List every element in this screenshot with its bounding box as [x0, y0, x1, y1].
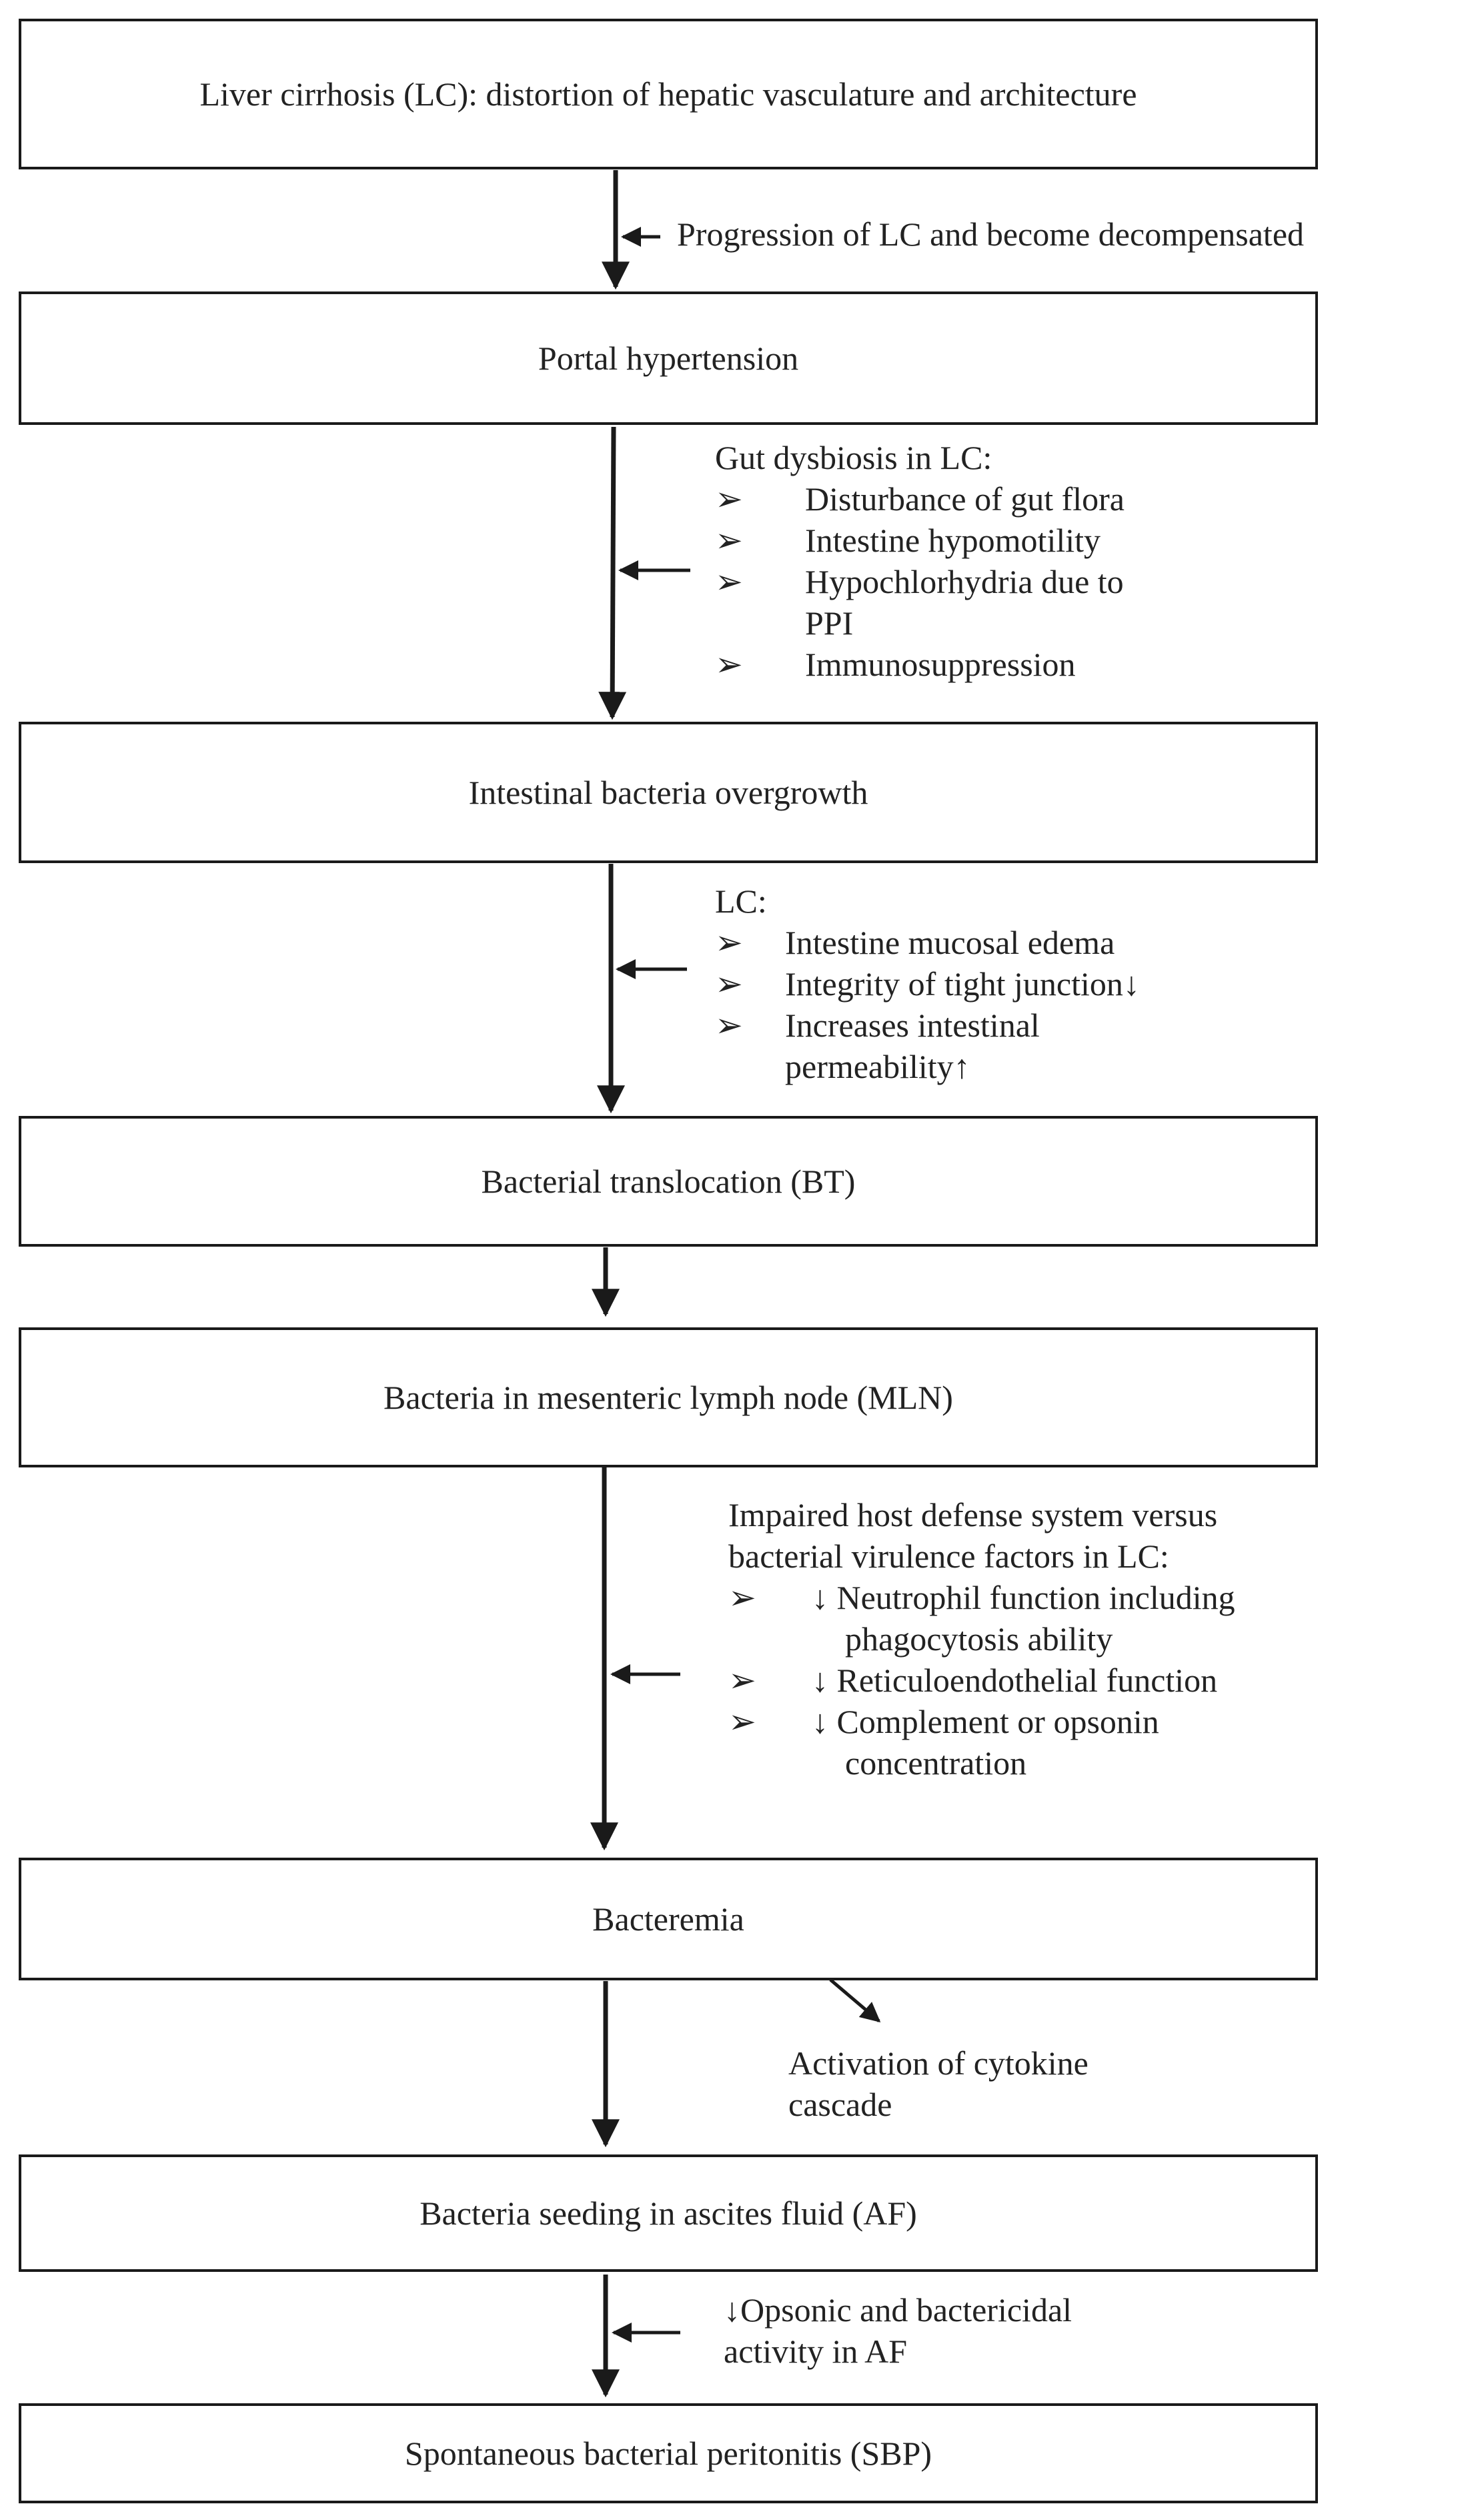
- box-ascites-seeding-label: Bacteria seeding in ascites fluid (AF): [420, 2194, 917, 2232]
- box-portal-hypertension: Portal hypertension: [19, 291, 1318, 425]
- note-host-defense-heading-2: bacterial virulence factors in LC:: [728, 1537, 1169, 1575]
- box-mesenteric-lymph-node: Bacteria in mesenteric lymph node (MLN): [19, 1327, 1318, 1467]
- note-host-defense-item: ➢ ↓ Complement or opsonin concentration: [728, 1701, 1235, 1784]
- note-lc-item: ➢ Increases intestinal permeability↑: [715, 1005, 1140, 1087]
- note-opsonic-line-1: ↓Opsonic and bactericidal: [724, 2291, 1072, 2329]
- bullet-icon: ➢: [728, 1703, 756, 1740]
- box-mesenteric-lymph-node-label: Bacteria in mesenteric lymph node (MLN): [384, 1379, 953, 1416]
- note-host-defense-item: ➢ ↓ Neutrophil function including phagoc…: [728, 1577, 1235, 1660]
- box-sbp-label: Spontaneous bacterial peritonitis (SBP): [404, 2435, 932, 2472]
- box-bacterial-translocation: Bacterial translocation (BT): [19, 1116, 1318, 1247]
- note-dysbiosis-item: ➢ Hypochlorhydria due to PPI: [715, 561, 1125, 644]
- note-dysbiosis: Gut dysbiosis in LC: ➢ Disturbance of gu…: [715, 437, 1125, 685]
- note-cytokine: Activation of cytokine cascade: [788, 2042, 1088, 2125]
- box-intestinal-overgrowth-label: Intestinal bacteria overgrowth: [468, 774, 868, 811]
- note-cytokine-line-1: Activation of cytokine: [788, 2044, 1088, 2082]
- note-cytokine-line-2: cascade: [788, 2086, 892, 2123]
- bullet-icon: ➢: [715, 522, 743, 559]
- note-host-defense: Impaired host defense system versus bact…: [728, 1494, 1235, 1784]
- box-bacteremia: Bacteremia: [19, 1858, 1318, 1980]
- note-progression-text: Progression of LC and become decompensat…: [677, 215, 1305, 253]
- box-bacteremia-label: Bacteremia: [592, 1900, 744, 1938]
- box-intestinal-overgrowth: Intestinal bacteria overgrowth: [19, 722, 1318, 863]
- note-lc-item: ➢ Integrity of tight junction↓: [715, 963, 1140, 1005]
- note-dysbiosis-item: ➢ Immunosuppression: [715, 644, 1125, 685]
- bullet-icon: ➢: [715, 924, 743, 961]
- note-opsonic: ↓Opsonic and bactericidal activity in AF: [724, 2289, 1072, 2372]
- box-liver-cirrhosis-label: Liver cirrhosis (LC): distortion of hepa…: [199, 75, 1137, 113]
- diagonal-arrow-cytokine: [829, 1978, 881, 2022]
- note-progression: Progression of LC and become decompensat…: [677, 213, 1304, 255]
- box-ascites-seeding: Bacteria seeding in ascites fluid (AF): [19, 2154, 1318, 2272]
- note-lc: LC: ➢ Intestine mucosal edema ➢ Integrit…: [715, 880, 1140, 1087]
- bullet-icon: ➢: [715, 480, 743, 518]
- bullet-icon: ➢: [728, 1662, 756, 1699]
- flow-arrow-2: [598, 426, 627, 720]
- bullet-icon: ➢: [715, 965, 743, 1003]
- note-dysbiosis-item: ➢ Intestine hypomotility: [715, 520, 1125, 561]
- bullet-icon: ➢: [715, 1007, 743, 1044]
- note-dysbiosis-item: ➢ Disturbance of gut flora: [715, 478, 1125, 520]
- note-lc-item: ➢ Intestine mucosal edema: [715, 922, 1140, 963]
- bullet-icon: ➢: [715, 563, 743, 600]
- box-sbp: Spontaneous bacterial peritonitis (SBP): [19, 2403, 1318, 2503]
- note-lc-heading: LC:: [715, 882, 767, 920]
- note-host-defense-heading-1: Impaired host defense system versus: [728, 1496, 1218, 1533]
- box-portal-hypertension-label: Portal hypertension: [538, 340, 799, 377]
- note-host-defense-item: ➢ ↓ Reticuloendothelial function: [728, 1660, 1235, 1701]
- bullet-icon: ➢: [715, 646, 743, 683]
- box-bacterial-translocation-label: Bacterial translocation (BT): [481, 1163, 856, 1200]
- box-liver-cirrhosis: Liver cirrhosis (LC): distortion of hepa…: [19, 19, 1318, 169]
- bullet-icon: ➢: [728, 1579, 756, 1616]
- note-opsonic-line-2: activity in AF: [724, 2333, 907, 2370]
- note-dysbiosis-heading: Gut dysbiosis in LC:: [715, 439, 992, 476]
